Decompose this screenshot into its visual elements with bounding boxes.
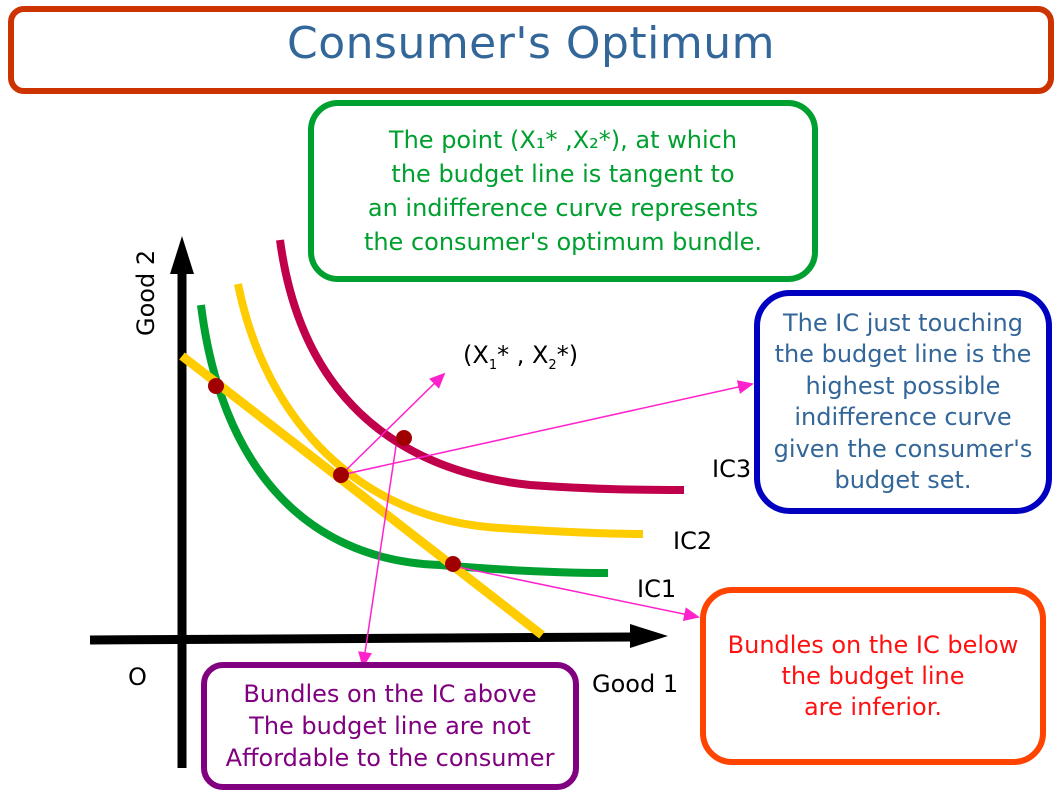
ic3-curve (276, 239, 685, 494)
x-axis-arrowhead (630, 624, 668, 648)
arrow-to-unaffordable-callout (358, 445, 397, 668)
optimum-point-label: (X1* , X2*) (463, 341, 578, 373)
highest-ic-callout: The IC just touching the budget line is … (754, 290, 1052, 514)
origin-label: O (128, 663, 147, 691)
callout-line: the budget line (781, 661, 965, 690)
callout-line: Bundles on the IC above (243, 680, 537, 708)
optimum-label-sub1: 1 (489, 358, 497, 373)
arrow-to-highest-ic-callout (340, 380, 754, 476)
optimum-label-sub2: 2 (548, 358, 556, 373)
axes (89, 236, 668, 768)
x-axis-label: Good 1 (592, 670, 678, 698)
unaffordable-bundles-callout: Bundles on the IC above The budget line … (201, 662, 579, 790)
arrow-to-inferior-callout (452, 565, 700, 621)
callout-line: budget set. (834, 466, 972, 494)
optimum-label-close: *) (557, 341, 578, 369)
ic1-label: IC1 (637, 575, 676, 603)
callout-line: are inferior. (803, 692, 943, 721)
y-axis-arrowhead (170, 236, 194, 274)
callout-line: Affordable to the consumer (225, 744, 555, 772)
title-banner: Consumer's Optimum (8, 6, 1054, 94)
ic2-curve (234, 283, 644, 538)
callout-line: The point (X₁* ,X₂*), at which (388, 126, 738, 154)
callout-line: indifference curve (794, 403, 1012, 431)
callout-line: The IC just touching (783, 308, 1023, 337)
callout-line: given the consumer's (773, 434, 1033, 463)
budget-ic1-upper-intersection-point (208, 378, 224, 394)
optimum-label-open: (X (463, 341, 489, 369)
callout-line: an indifference curve represents (367, 194, 759, 222)
x-axis (89, 632, 633, 645)
ic1-curve (197, 304, 609, 577)
budget-line (179, 352, 545, 639)
y-axis-label: Good 2 (132, 250, 160, 336)
inferior-bundles-callout: Bundles on the IC below the budget line … (700, 587, 1046, 765)
callout-line: The budget line are not (249, 712, 531, 740)
budget-ic1-lower-intersection-point (445, 556, 461, 572)
callout-line: the budget line is tangent to (391, 160, 735, 188)
optimum-definition-callout: The point (X₁* ,X₂*), at which the budge… (308, 100, 818, 282)
optimum-label-mid: * , X (497, 341, 548, 369)
ic3-unaffordable-point (396, 430, 412, 446)
page-title: Consumer's Optimum (286, 17, 775, 69)
annotation-arrows (340, 372, 754, 668)
callout-line: highest possible (805, 371, 1001, 400)
optimum-point (333, 467, 349, 483)
callout-line: the consumer's optimum bundle. (363, 228, 763, 256)
arrow-to-optimum-label (340, 372, 446, 476)
callout-line: the budget line is the (774, 340, 1032, 368)
ic2-label: IC2 (673, 527, 712, 555)
callout-line: Bundles on the IC below (727, 630, 1019, 659)
ic3-label: IC3 (712, 455, 751, 483)
